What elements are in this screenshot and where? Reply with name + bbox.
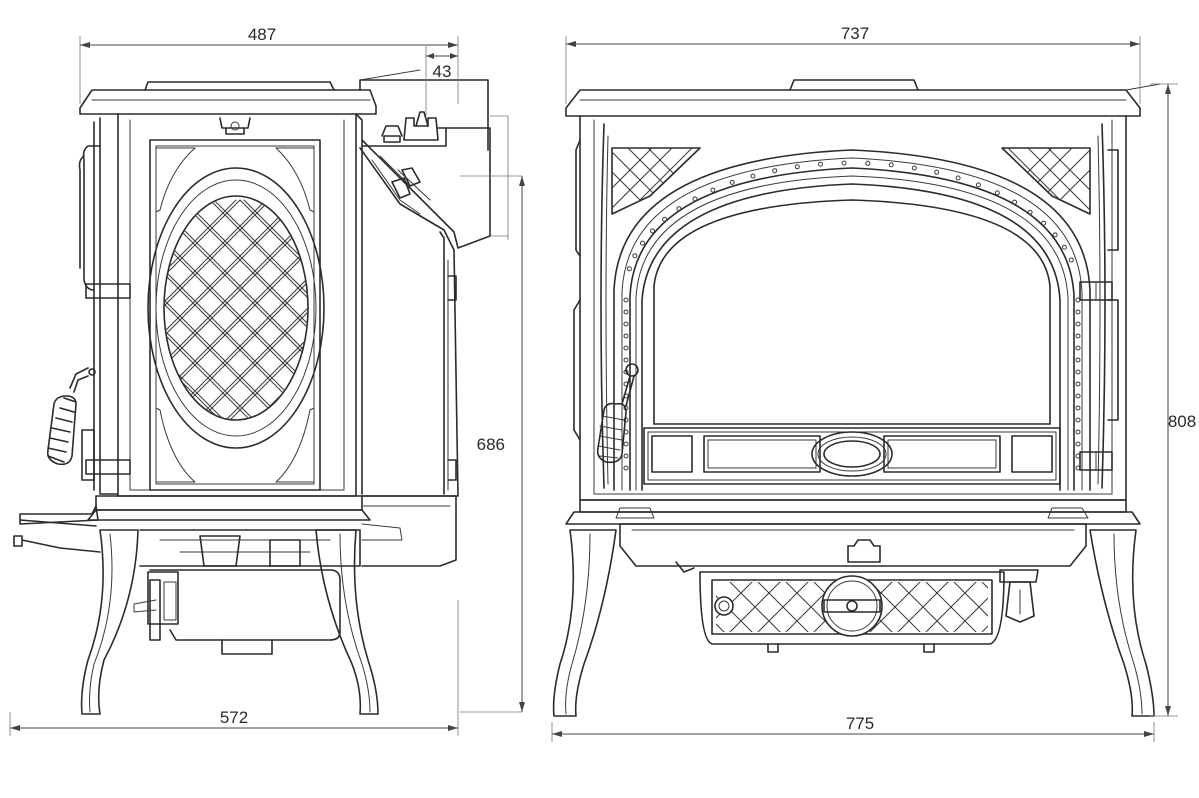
stud [676,206,682,212]
stud [1075,309,1081,315]
stud [623,321,629,327]
side-rear-flue [359,111,491,497]
stud [623,465,629,471]
stud [1075,429,1081,435]
stud [623,453,629,459]
front-base [565,499,1141,573]
stud [692,196,698,202]
side-flue-offset-label: 43 [433,62,452,81]
stud [955,175,961,181]
stud [623,345,629,351]
stud [632,253,638,259]
front-top-plate [565,79,1161,117]
front-dimensions [551,36,1178,742]
stud [650,228,655,234]
stud [1012,199,1018,205]
stud [841,160,847,166]
stud [1052,232,1058,238]
front-ash-drawer [699,569,1039,653]
stud [1075,381,1081,387]
stud [888,162,894,168]
stud [640,240,645,246]
side-top-width-label: 487 [248,25,276,44]
stud [794,164,800,170]
side-view [9,36,525,736]
stud [1075,393,1081,399]
stud [623,309,629,315]
side-panel [147,139,325,491]
stud [623,333,629,339]
dimension-labels: 487 43 686 572 737 808 775 [220,24,1196,733]
stud [750,173,756,179]
air-control-dial [821,575,883,637]
stud [911,165,917,171]
stud [710,187,716,193]
stud [623,297,629,303]
side-body [117,113,363,497]
side-dimensions [9,36,525,736]
stud [1075,357,1081,363]
stud [1068,257,1074,263]
stud [1041,220,1047,226]
stud [1075,441,1081,447]
stud [994,190,1000,196]
stud [626,266,632,272]
stud [1061,244,1067,250]
front-base-width-label: 775 [846,714,874,733]
side-front-door [46,117,131,495]
stud [623,357,629,363]
stud [865,160,871,166]
side-base [13,495,457,655]
stud [975,182,981,188]
stud [623,441,629,447]
stud [772,168,778,174]
side-top-plate [79,69,489,151]
front-door [596,149,1113,491]
front-view [551,36,1178,742]
stud [1075,405,1081,411]
stud [1075,333,1081,339]
front-glass [653,199,1051,425]
stud [662,216,668,222]
stud [1075,369,1081,375]
stud [1027,209,1033,215]
side-base-depth-label: 572 [220,708,248,727]
stud [1075,321,1081,327]
stud [934,169,940,175]
stud [818,161,823,167]
stud [1075,417,1081,423]
front-top-width-label: 737 [841,24,869,43]
stud [1075,345,1081,351]
front-height-label: 808 [1168,412,1196,431]
side-flue-height-label: 686 [477,435,505,454]
stud [729,179,735,185]
side-lattice [164,199,308,420]
door-handle [596,363,639,464]
side-legs [80,529,379,715]
